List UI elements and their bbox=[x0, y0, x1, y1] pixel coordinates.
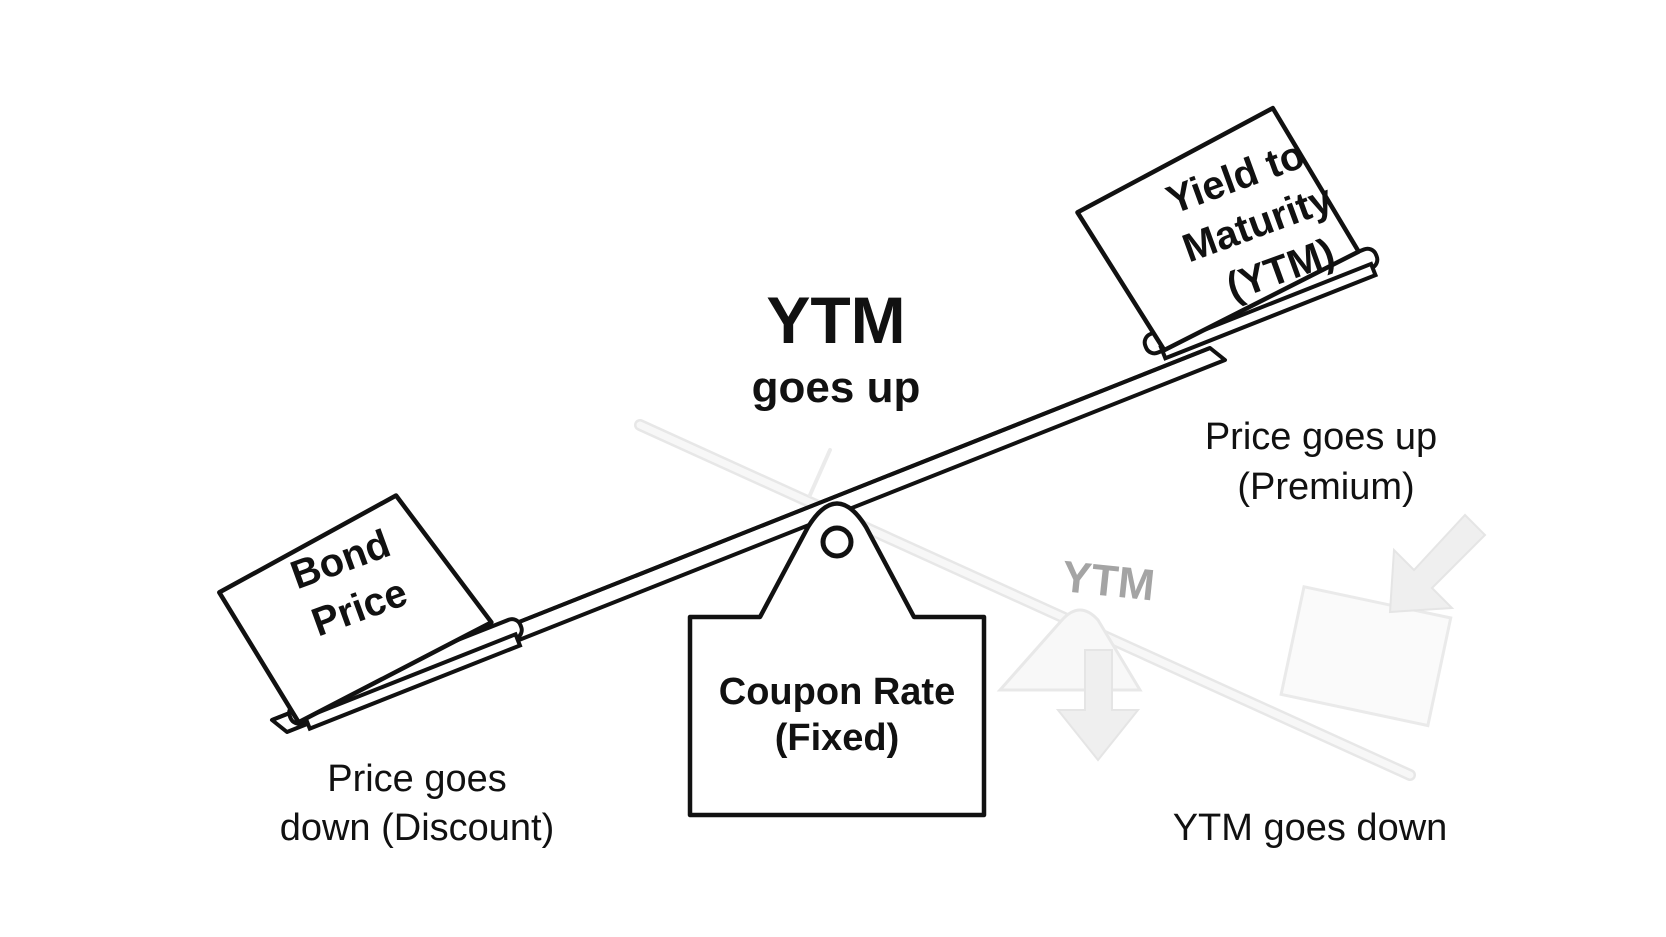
coupon-rate-label-line1: Coupon Rate bbox=[719, 671, 955, 713]
ghost-down-arrow-icon bbox=[1055, 649, 1141, 762]
ghost-fulcrum-shape bbox=[996, 608, 1143, 692]
left-caption-line2: down (Discount) bbox=[280, 807, 555, 849]
ghost-box bbox=[1279, 584, 1453, 728]
coupon-rate-label-line2: (Fixed) bbox=[775, 717, 900, 759]
bottom-right-caption: YTM goes down bbox=[1173, 807, 1448, 849]
pivot-pin-icon bbox=[820, 525, 854, 559]
headline-ytm: YTM bbox=[766, 283, 905, 357]
ghost-seesaw bbox=[634, 419, 1487, 781]
right-caption-line1: Price goes up bbox=[1205, 416, 1437, 458]
left-caption-line1: Price goes bbox=[327, 758, 507, 800]
ghost-ytm-label: YTM bbox=[1060, 552, 1158, 610]
ytm-block bbox=[1075, 105, 1380, 361]
headline-goes-up: goes up bbox=[752, 363, 921, 412]
right-caption-line2: (Premium) bbox=[1237, 466, 1414, 508]
ghost-diagonal-arrow-icon bbox=[1388, 513, 1487, 614]
coupon-rate-fulcrum bbox=[687, 501, 987, 818]
bond-price-block bbox=[217, 493, 524, 732]
